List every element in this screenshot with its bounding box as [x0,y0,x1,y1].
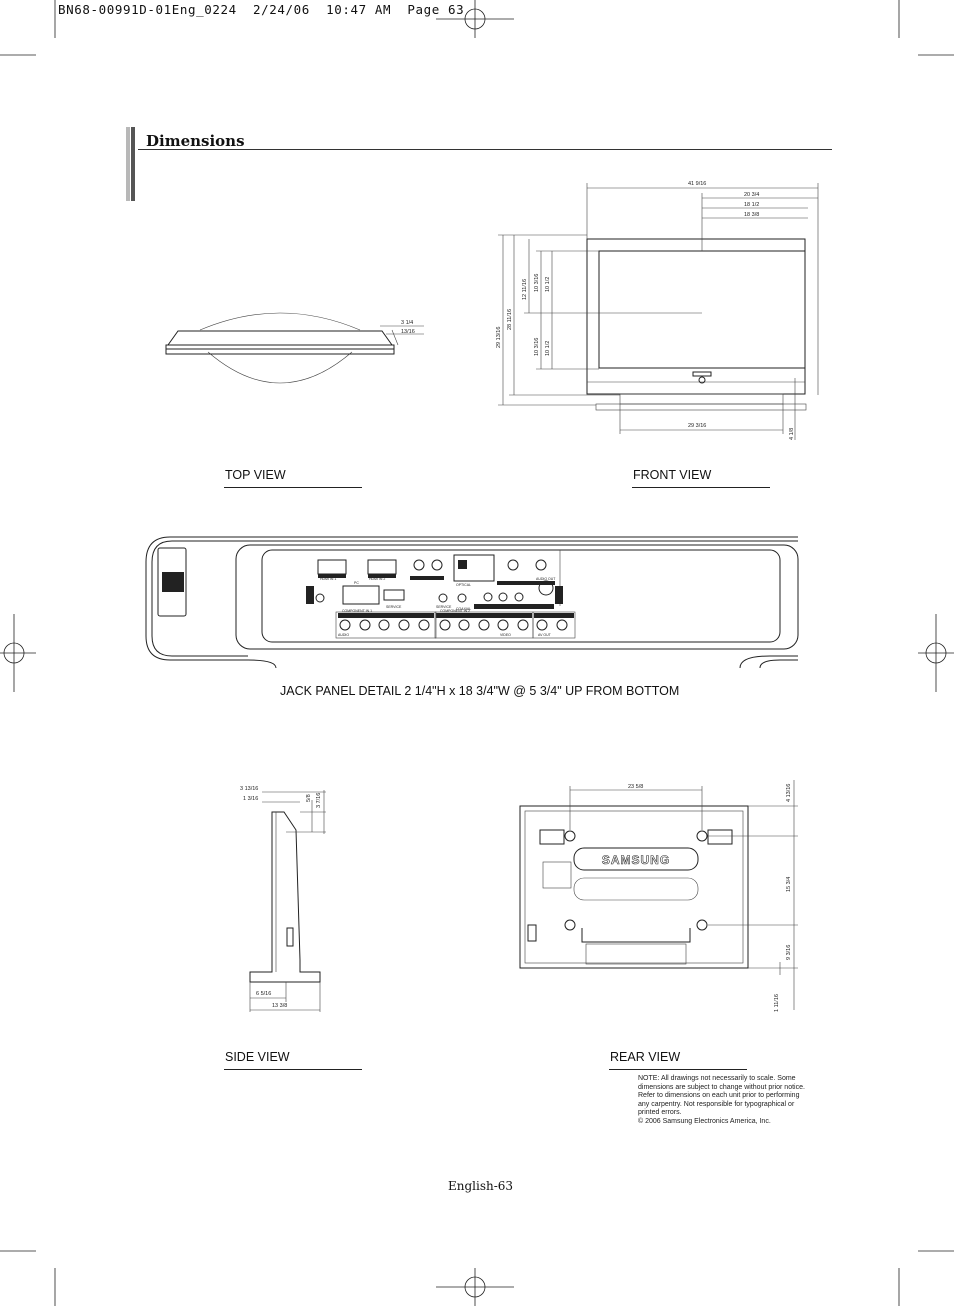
jack-label-pc: PC [354,581,359,585]
rear-brand: SAMSUNG [602,853,670,867]
top-view-label: TOP VIEW [225,468,286,482]
note-line: dimensions are subject to change without… [638,1083,805,1091]
rear-view-label: REAR VIEW [610,1050,681,1064]
note-line: Refer to dimensions on each unit prior t… [638,1092,800,1100]
jack-label-dvi: DVI IN [420,577,431,581]
rear-dim-5: 1 11/16 [774,994,780,1012]
note-line: printed errors. [638,1109,682,1117]
front-dim-13: 4 1/8 [789,428,795,440]
section-bar-dark [131,127,135,201]
front-dim-1: 41 9/16 [688,181,706,187]
side-view-label: SIDE VIEW [225,1050,290,1064]
top-dim-2: 13/16 [401,329,415,335]
front-dim-4: 18 3/8 [744,212,759,218]
top-dim-1: 3 1/4 [401,320,413,326]
jack-label-service1: SERVICE [386,605,402,609]
jack-label-svideo: S-VIDEO [533,605,548,609]
jack-panel-caption: JACK PANEL DETAIL 2 1/4"H x 18 3/4"W @ 5… [280,684,680,698]
side-dim-3: 5/8 [306,794,312,802]
section-title: Dimensions [146,132,245,150]
copyright-line: © 2006 Samsung Electronics America, Inc. [638,1117,771,1125]
rear-dim-1: 23 5/8 [628,784,643,790]
front-view-label: FRONT VIEW [633,468,712,482]
jack-label-optical: OPTICAL [456,583,471,587]
section-bar-light [126,127,130,201]
jack-label-avin: AV IN [480,605,489,609]
side-dim-1: 3 13/16 [240,786,258,792]
jack-label-coaxial: COAXIAL [456,607,471,611]
rear-dim-2: 4 13/16 [786,784,792,802]
front-dim-5: 12 11/16 [522,279,528,300]
page-number: English-63 [448,1179,514,1193]
front-dim-9: 29 13/16 [496,327,502,348]
title-rule [138,149,832,150]
front-dim-10: 10 3/16 [534,338,540,356]
jack-label-video: VIDEO [500,633,511,637]
side-dim-2: 1 3/16 [243,796,258,802]
top-view-rule [224,487,362,488]
jack-label-antenna: ANTENNA IN [500,581,521,585]
side-dim-5: 6 5/16 [256,991,271,997]
front-dim-2: 20 3/4 [744,192,759,198]
jack-label-hdmi2: HDMI IN 2 [369,577,385,581]
jack-label-audioout: AUDIO OUT [536,577,556,581]
jack-label-comp2: COMPONENT IN 2 [440,609,470,613]
disclaimer-note: NOTE: All drawings not necessarily to sc… [638,1075,813,1127]
front-dim-8: 28 11/16 [507,309,513,330]
front-dim-7: 10 1/2 [545,277,551,292]
rear-dim-4: 9 3/16 [786,945,792,960]
note-line: any carpentry. Not responsible for typog… [638,1100,795,1108]
jack-label-avout: AV OUT [538,633,552,637]
side-dim-6: 13 3/8 [272,1003,287,1009]
jack-label-service2: SERVICE [436,605,452,609]
jack-label-hdmi1: HDMI IN 1 [320,577,336,581]
front-dim-6: 10 3/16 [534,274,540,292]
side-view-rule [224,1069,362,1070]
front-dim-11: 10 1/2 [545,341,551,356]
front-dim-12: 29 3/16 [688,423,706,429]
rear-view-rule [609,1069,747,1070]
front-dim-3: 18 1/2 [744,202,759,208]
rear-dim-3: 15 3/4 [786,877,792,892]
side-dim-4: 3 7/16 [316,793,322,808]
jack-label-comp1: COMPONENT IN 1 [342,609,372,613]
print-header: BN68-00991D-01Eng_0224 2/24/06 10:47 AM … [58,2,465,17]
front-view-rule [632,487,770,488]
note-line: NOTE: All drawings not necessarily to sc… [638,1075,796,1082]
jack-label-audio: AUDIO [338,633,349,637]
